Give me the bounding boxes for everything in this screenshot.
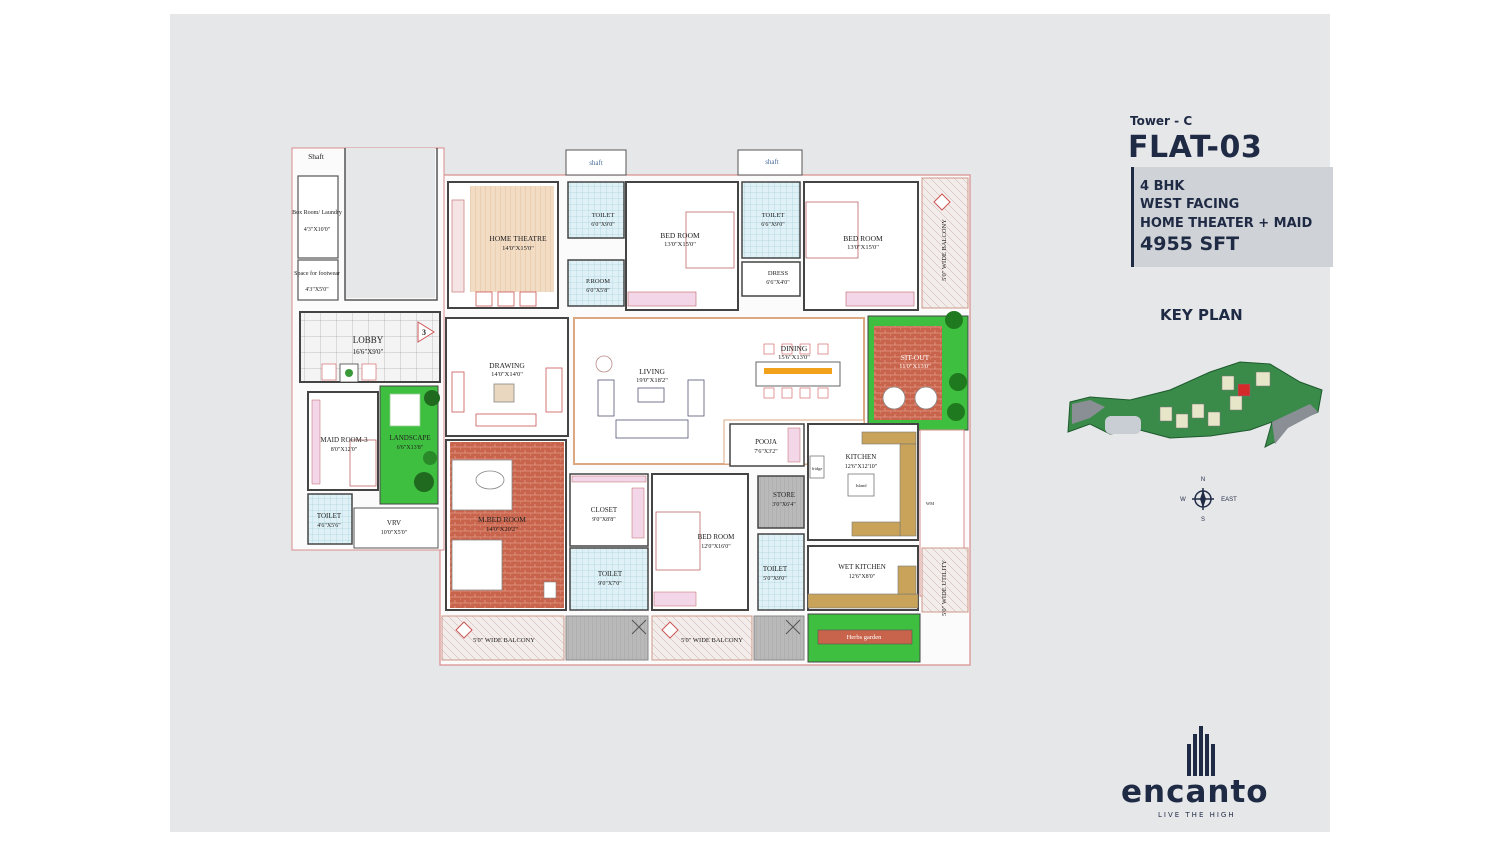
home-theatre-name: HOME THEATRE (489, 234, 547, 243)
living-dim: 19'0"X18'2" (636, 377, 668, 384)
shaft-b (737, 149, 803, 176)
label-utility: 5'0" WIDE UTILITY (941, 560, 948, 616)
maid-room-name: MAID ROOM-3 (320, 436, 368, 444)
toilet-maid-dim: 4'6"X5'6" (317, 523, 341, 529)
label-balcony-south-1: 5'0" WIDE BALCONY (473, 637, 535, 644)
compass-n: N (1201, 477, 1205, 483)
label-shaft: Shaft (308, 152, 325, 161)
pooja-name: POOJA (755, 438, 777, 446)
toilet-1-dim: 6'0"X9'0" (591, 222, 615, 228)
kitchen-dim: 12'6"X12'10" (845, 464, 878, 470)
tower-label: Tower - C (1130, 114, 1193, 128)
toilet-4-dim: 5'0"X9'0" (763, 576, 787, 582)
sit-out-name: SIT-OUT (901, 353, 930, 362)
bed-room-1-dim: 13'0"X15'0" (664, 241, 696, 248)
brand-name: encanto (1121, 774, 1269, 810)
closet-dim: 9'0"X8'8" (592, 517, 616, 523)
label-balcony-east: 5'0" WIDE BALCONY (941, 219, 948, 281)
wet-kitchen-name: WET KITCHEN (838, 563, 886, 571)
pooja-dim: 7'6"X3'2" (754, 449, 778, 455)
box-room-name: Box Room/ Laundry (292, 210, 342, 216)
flat-facing: WEST FACING (1140, 197, 1240, 212)
key-plan-title: KEY PLAN (1160, 306, 1243, 324)
compass-s: S (1201, 517, 1205, 523)
footwear-dim: 4'3"X5'0" (305, 287, 329, 293)
maid-room-dim: 8'0"X12'0" (331, 447, 358, 453)
p-room-name: P.ROOM (586, 278, 610, 285)
bed-room-1-name: BED ROOM (660, 231, 700, 240)
lobby-name: LOBBY (353, 335, 384, 345)
home-theatre-floor (470, 186, 554, 292)
closet-name: CLOSET (591, 506, 618, 514)
label-island: Island (856, 483, 868, 488)
store-name: STORE (773, 491, 795, 499)
dress-name: DRESS (768, 270, 789, 277)
bed-room-2-dim: 13'0"X15'0" (847, 244, 879, 251)
toilet-4-name: TOILET (763, 565, 788, 573)
flat-features: HOME THEATER + MAID (1140, 216, 1313, 231)
compass-w: W (1180, 497, 1186, 503)
dining-dim: 15'6"X13'0" (778, 354, 810, 361)
toilet-2-name: TOILET (762, 212, 785, 219)
label-balcony-south-2: 5'0" WIDE BALCONY (681, 637, 743, 644)
toilet-1-name: TOILET (592, 212, 615, 219)
home-theatre-dim: 14'0"X15'0" (502, 245, 534, 252)
living-name: LIVING (639, 367, 665, 376)
brand-tagline: LIVE THE HIGH (1158, 811, 1236, 819)
box-room-dim: 4'3"X10'0" (304, 227, 331, 233)
encanto-logo-icon (1187, 726, 1215, 776)
lobby-number: 3 (422, 328, 426, 337)
label-shaft-a: shaft (589, 159, 603, 167)
toilet-maid-name: TOILET (317, 512, 342, 520)
kitchen-name: KITCHEN (846, 453, 877, 461)
shaft-a (565, 149, 627, 176)
flat-info-box: 4 BHK WEST FACING HOME THEATER + MAID 49… (1131, 167, 1333, 267)
vrv-dim: 10'0"X5'0" (381, 530, 408, 536)
store-dim: 3'0"X6'4" (772, 502, 796, 508)
flat-config: 4 BHK (1140, 179, 1185, 194)
label-fridge: fridge (812, 466, 823, 471)
label-wm: WM (926, 501, 934, 506)
drawing-name: DRAWING (489, 361, 525, 370)
label-herbs-garden: Herbs garden (847, 634, 883, 641)
dining-name: DINING (781, 344, 808, 353)
m-bed-room-dim: 14'0"X20'2" (486, 526, 518, 533)
flat-area: 4955 SFT (1140, 233, 1240, 255)
m-bed-room-name: M.BED ROOM (478, 515, 526, 524)
compass: N S W EAST (1180, 477, 1237, 523)
lobby-dim: 16'6"X9'0" (353, 348, 384, 356)
bed-room-2-name: BED ROOM (843, 234, 883, 243)
label-shaft-b: shaft (765, 158, 779, 166)
footwear-name: Space for footwear (294, 270, 340, 277)
key-plan-map (1067, 361, 1323, 448)
toilet-3-name: TOILET (598, 570, 623, 578)
wet-kitchen-dim: 12'6"X8'0" (849, 574, 876, 580)
bed-room-3-name: BED ROOM (698, 533, 736, 541)
toilet-2-dim: 6'6"X9'0" (761, 222, 785, 228)
p-room-dim: 6'0"X5'8" (586, 288, 610, 294)
landscape-dim: 6'6"X13'8" (397, 445, 424, 451)
landscape-name: LANDSCAPE (389, 434, 430, 442)
sit-out-dim: 11'0"X13'0" (899, 363, 931, 370)
dress-dim: 6'6"X4'0" (766, 280, 790, 286)
toilet-3-dim: 9'0"X7'0" (598, 581, 622, 587)
flat-title: FLAT-03 (1128, 130, 1263, 165)
drawing-dim: 14'0"X14'0" (491, 371, 523, 378)
compass-e: EAST (1221, 497, 1237, 503)
bed-room-3-dim: 12'0"X16'0" (701, 544, 731, 550)
vrv-name: VRV (387, 519, 401, 527)
